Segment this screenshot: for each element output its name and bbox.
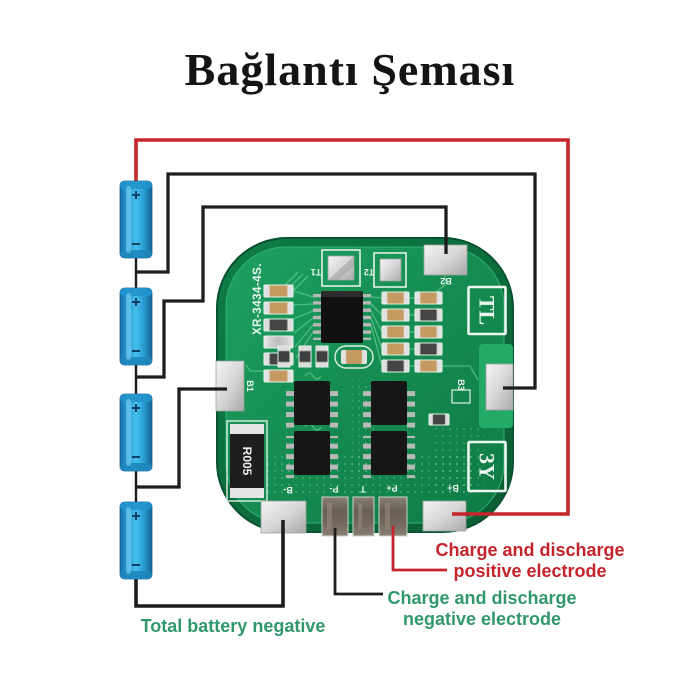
shunt-body xyxy=(230,424,264,498)
logo-box-top xyxy=(467,285,507,336)
callout-positive-line1: Charge and discharge xyxy=(435,540,625,560)
ic-body xyxy=(321,291,363,343)
resistor xyxy=(414,342,443,356)
pad-label-t2: T2 xyxy=(364,267,375,277)
sop-ic xyxy=(371,381,407,425)
small-chips xyxy=(277,345,329,368)
resistor xyxy=(263,318,294,332)
pad-t-sense xyxy=(352,496,375,537)
main-ic xyxy=(313,291,371,343)
mosfet-array xyxy=(286,381,415,478)
pad-label-b-minus: B- xyxy=(283,485,293,495)
sop-pins xyxy=(407,386,415,428)
battery-cell-3 xyxy=(119,393,153,472)
callout-total-battery-negative: Total battery negative xyxy=(140,616,326,636)
wire-cell2-to-b2 xyxy=(136,205,448,379)
resistor xyxy=(263,284,294,298)
silkscreen-box xyxy=(451,389,471,404)
battery-cell-4 xyxy=(119,501,153,580)
wire-total-negative xyxy=(134,520,285,608)
shunt-terminal xyxy=(230,488,264,498)
resistor xyxy=(263,301,294,315)
pad-streak xyxy=(327,503,332,529)
pad-outline xyxy=(373,252,407,288)
battery-cell-2 xyxy=(119,287,153,366)
sop-pins xyxy=(407,436,415,478)
resistor xyxy=(381,291,410,305)
pad-b-plus xyxy=(422,500,467,532)
pad-outline xyxy=(321,249,361,287)
callout-positive-electrode: Charge and discharge positive electrode xyxy=(405,540,655,582)
shunt-resistor: R005 xyxy=(226,420,268,502)
page-title: Bağlantı Şeması xyxy=(184,44,516,95)
pad-label-t-sense: T xyxy=(360,484,366,494)
capacitor xyxy=(341,350,367,364)
ic-body-highlight xyxy=(321,291,363,297)
wiring xyxy=(134,138,570,608)
pad-t2 xyxy=(379,258,402,282)
logo-top: TL xyxy=(475,296,500,325)
ic-pins-left xyxy=(313,294,321,340)
shunt-outline xyxy=(226,420,268,502)
sop-pins xyxy=(363,436,371,478)
pad-streak xyxy=(385,503,390,529)
resistor xyxy=(381,325,410,339)
ic-pins-right xyxy=(363,294,371,340)
bms-board: R005 T1 T2 xyxy=(215,237,514,537)
pad-label-b1: B1 xyxy=(245,380,255,392)
wire-cell1-to-b3 xyxy=(136,172,537,390)
resistor xyxy=(414,291,443,305)
pad-label-p-minus: P- xyxy=(329,484,338,494)
callout-positive-line2: positive electrode xyxy=(453,561,607,581)
pointer-negative-electrode xyxy=(333,528,383,596)
sop-pins xyxy=(363,386,371,428)
resistor-column-right-1 xyxy=(381,291,410,373)
sop-ic xyxy=(294,431,330,475)
resistor xyxy=(414,325,443,339)
sop-ic xyxy=(371,431,407,475)
sop-ic xyxy=(294,381,330,425)
pad-streak xyxy=(358,503,362,529)
resistor xyxy=(381,359,410,373)
resistor xyxy=(414,359,443,373)
capacitor-outline xyxy=(334,345,374,369)
pad-texture xyxy=(327,503,390,529)
callout-negative-line1: Charge and discharge xyxy=(387,588,577,608)
pad-shading xyxy=(328,256,354,280)
resistor xyxy=(381,342,410,356)
pad-label-b2: B2 xyxy=(440,276,452,286)
callout-negative-electrode: Charge and discharge negative electrode xyxy=(357,588,607,630)
pad-label-p-plus: P+ xyxy=(386,483,397,493)
pointer-positive-electrode xyxy=(391,526,447,572)
via-dots xyxy=(430,425,485,493)
pad-b1 xyxy=(215,360,245,412)
resistor xyxy=(414,308,443,322)
copper-traces xyxy=(245,271,479,431)
balance-pads: T1 T2 xyxy=(311,249,407,288)
chip xyxy=(298,345,312,368)
sop-pins xyxy=(330,436,338,478)
resistor xyxy=(428,413,450,426)
resistor-column-right-2 xyxy=(414,291,443,373)
chip xyxy=(277,345,291,368)
shunt-terminal xyxy=(230,424,264,434)
sop-pins xyxy=(286,436,294,478)
resistor xyxy=(263,369,294,383)
logo-bottom: 3Y xyxy=(475,453,500,480)
pad-label-b-plus: B+ xyxy=(447,483,459,493)
resistor xyxy=(381,308,410,322)
wire-positive xyxy=(134,138,570,516)
chip xyxy=(315,345,329,368)
sop-pins xyxy=(330,386,338,428)
pad-label-t1: T1 xyxy=(311,267,322,277)
sop-pins xyxy=(286,386,294,428)
logo-box-bottom xyxy=(467,440,507,493)
callout-negative-line2: negative electrode xyxy=(402,609,562,629)
battery-cell-1 xyxy=(119,180,153,259)
wire-cell3-to-b1 xyxy=(136,387,227,489)
shunt-label: R005 xyxy=(240,447,254,476)
board-model-silk: XR-3434-4S. xyxy=(252,263,264,335)
pad-label-b3: B3 xyxy=(456,379,466,391)
